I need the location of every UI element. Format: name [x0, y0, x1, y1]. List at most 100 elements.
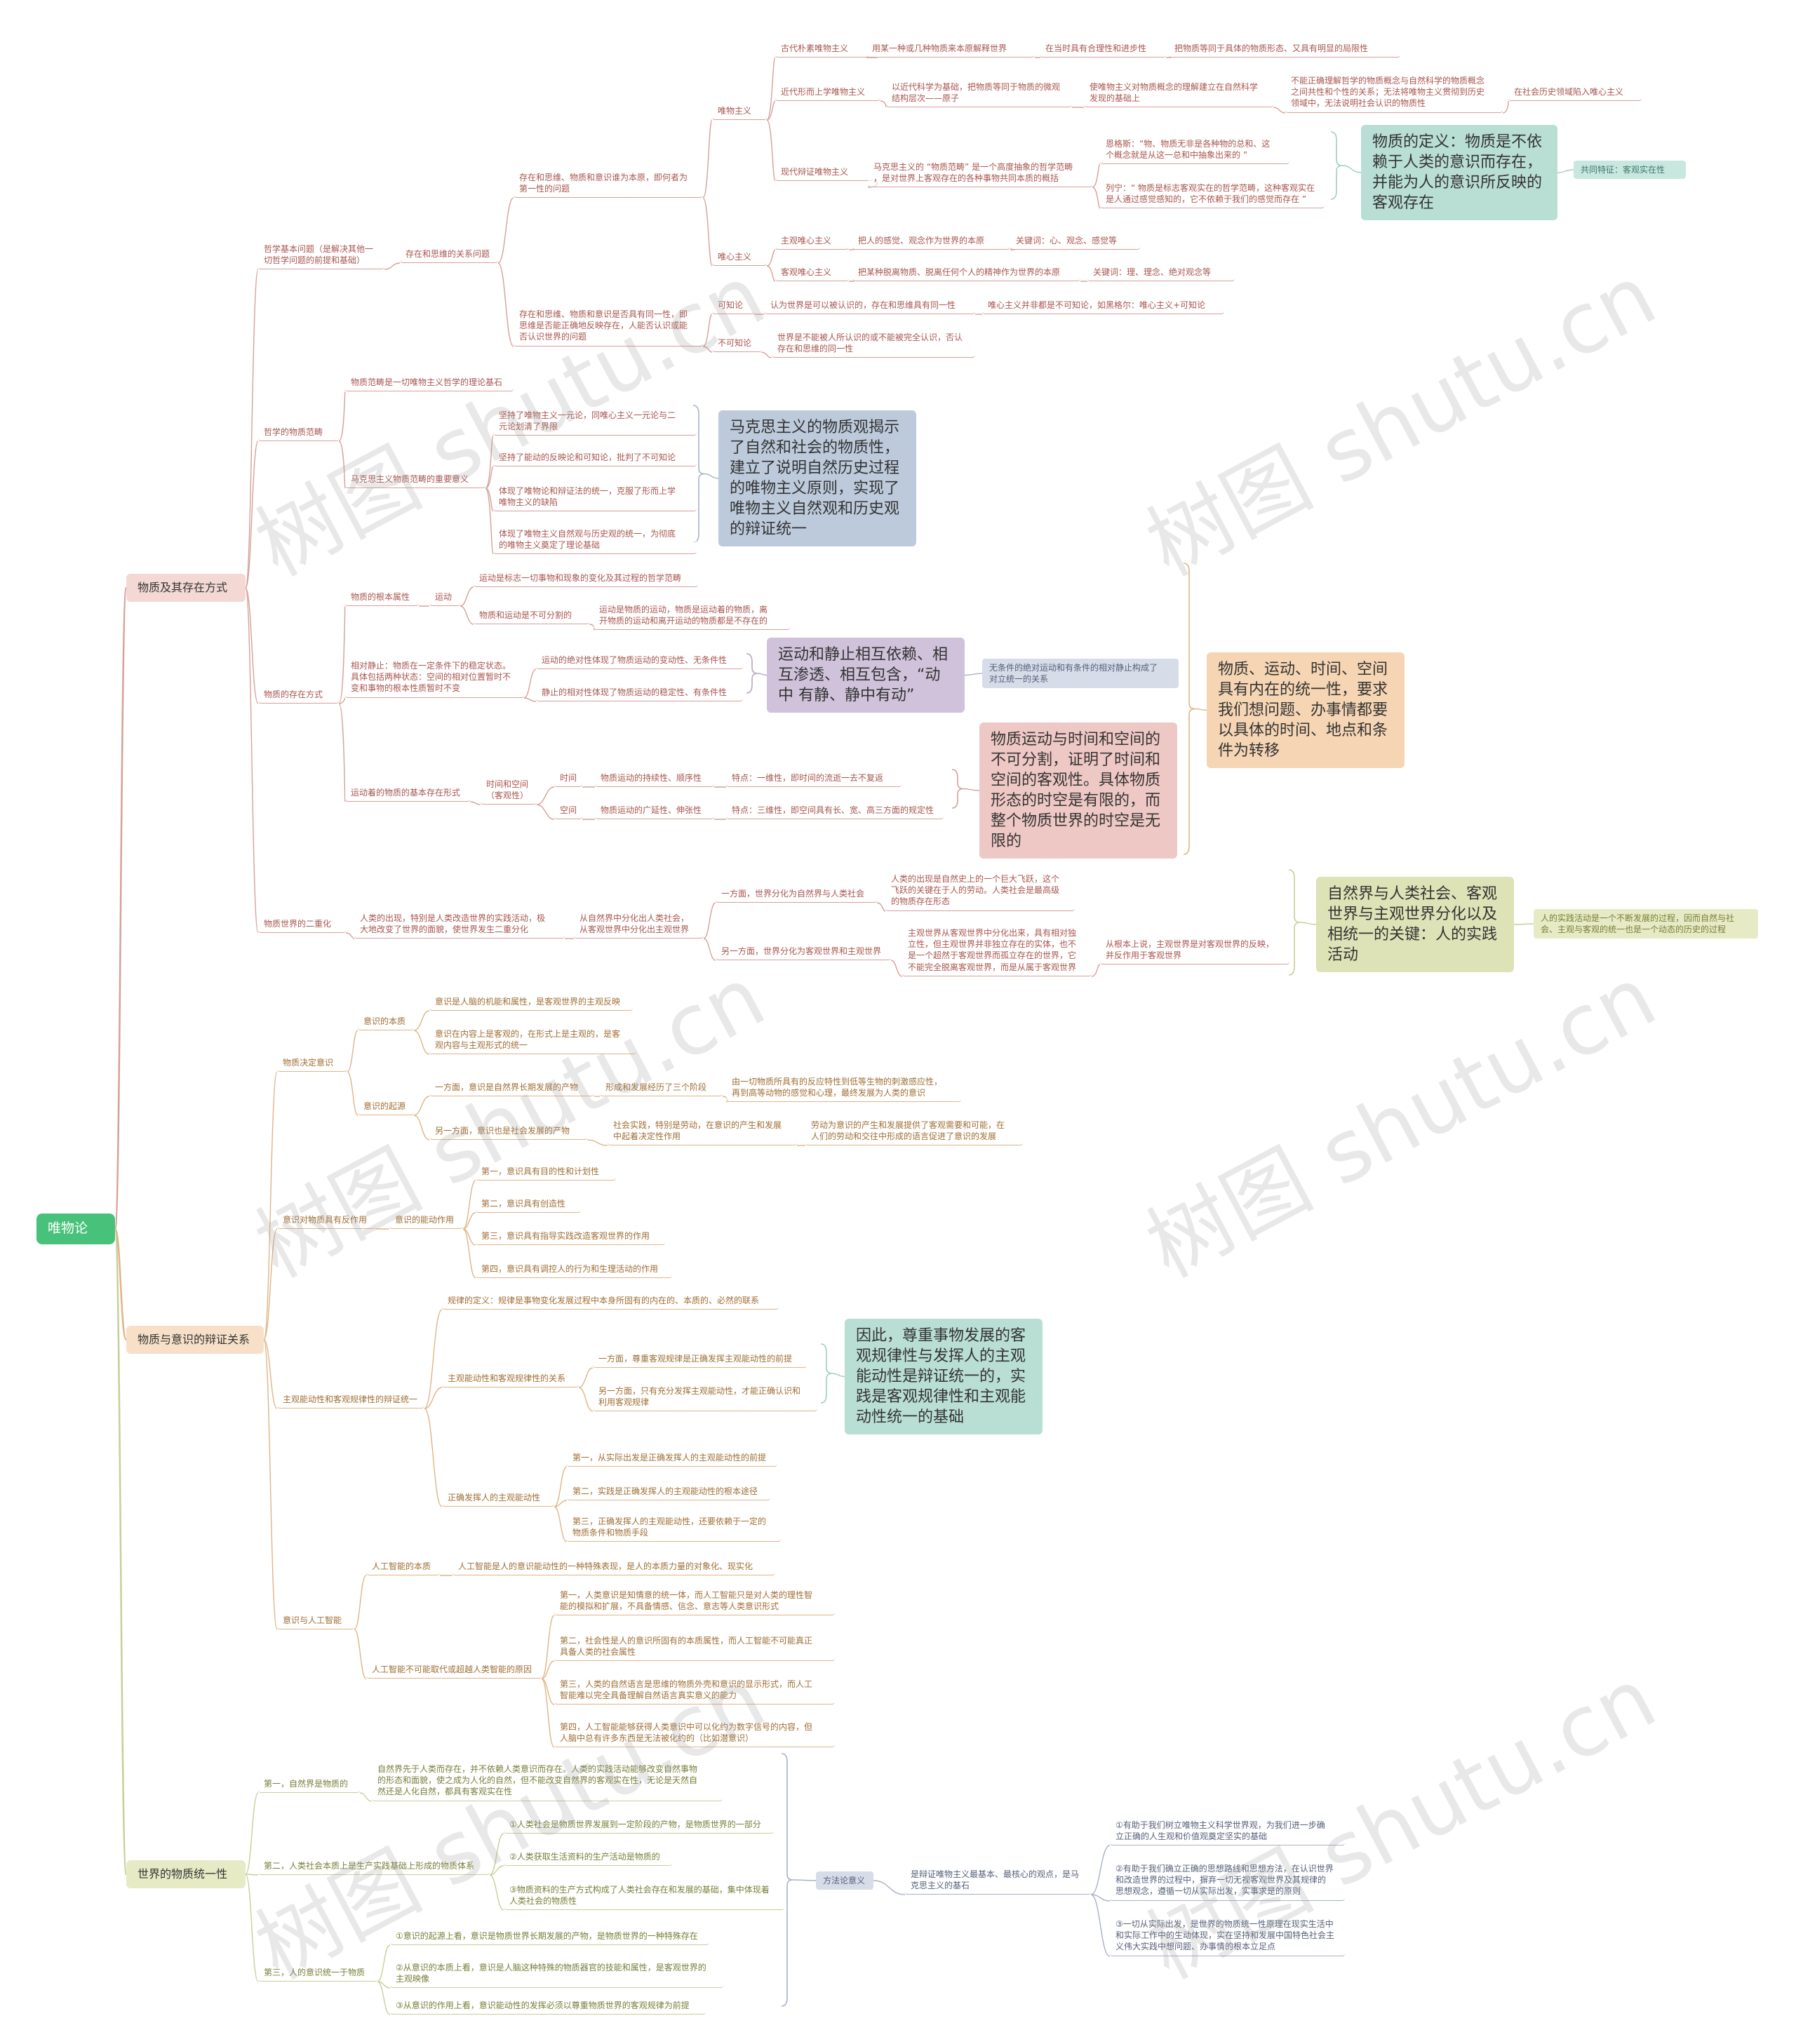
node-b1a[interactable]: 意识的本质 — [358, 1013, 414, 1031]
node-w3b[interactable]: 恩格斯：“物、物质无非是各种物的总和、这 个概念就是从这一总和中抽象出来的 ” — [1100, 135, 1289, 165]
node-a2b4[interactable]: 体现了唯物主义自然观与历史观的统一，为彻底 的唯物主义奠定了理论基础 — [493, 525, 697, 555]
node-x2a[interactable]: 把某种脱离物质、脱离任何个人的精神作为世界的本原 — [852, 264, 1080, 282]
node-bigT[interactable]: 物质的定义：物质是不依 赖于人类的意识而存在， 并能为人的意识所反映的 客观存在 — [1361, 125, 1557, 221]
node-w3[interactable]: 现代辩证唯物主义 — [775, 163, 873, 182]
node-b1[interactable]: 物质决定意识 — [277, 1054, 347, 1073]
node-a1a[interactable]: 存在和思维的关系问题 — [400, 246, 498, 264]
node-b1b1b[interactable]: 由一切物质所具有的反应特性到低等生物的刺激感应性， 再到高等动物的感觉和心理，最… — [726, 1073, 961, 1103]
node-b1b1[interactable]: 一方面，意识是自然界长期发展的产物 — [429, 1079, 594, 1097]
node-wux[interactable]: 唯心主义 — [712, 248, 767, 267]
node-b1a1[interactable]: 意识是人脑的机能和属性，是客观世界的主观反映 — [429, 993, 633, 1011]
node-x2[interactable]: 客观唯心主义 — [775, 264, 849, 282]
node-m3[interactable]: 世界的物质统一性 — [126, 1860, 246, 1888]
node-w1b[interactable]: 在当时具有合理性和进步性 — [1040, 40, 1166, 58]
node-m2[interactable]: 物质与意识的辩证关系 — [126, 1326, 264, 1354]
node-c1a[interactable]: 自然界先于人类而存在，并不依赖人类意识而存在。人类的实践活动能够改变自然事物 的… — [372, 1761, 723, 1801]
node-b4b1[interactable]: 第一，人类意识是知情意的统一体，而人工智能只是对人类的理性智 能的模拟和扩展，不… — [554, 1587, 835, 1616]
node-a2b1[interactable]: 坚持了唯物主义一元论，同唯心主义一元论与二 元论划清了界限 — [493, 407, 697, 436]
node-b3c3[interactable]: 第三，正确发挥人的主观能动性，还要依赖于一定的 物质条件和物质手段 — [567, 1513, 781, 1542]
node-c3c[interactable]: ③从意识的作用上看，意识能动性的发挥必须以尊重物质世界的客观规律为前提 — [390, 1997, 706, 2015]
node-a1a2[interactable]: 存在和思维、物质和意识是否具有同一性，即 思维是否能正确地反映存在，人能否认识或… — [514, 306, 703, 347]
node-a2b[interactable]: 马克思主义物质范畴的重要意义 — [345, 471, 485, 489]
node-a3a1[interactable]: 运动 — [429, 589, 460, 607]
node-a4[interactable]: 物质世界的二重化 — [258, 915, 346, 934]
node-d1a3[interactable]: ③一切从实际出发，是世界的物质统一性原理在现实生活中 和实际工作中的生动体现，实… — [1110, 1916, 1345, 1956]
node-a3a1c[interactable]: 运动是物质的运动，物质是运动着的物质，离 开物质的运动和离开运动的物质都是不存在… — [594, 601, 790, 631]
node-bigS[interactable]: 马克思主义的物质观揭示了自然和社会的物质性，建立了说明自然历史过程的唯物主义原则… — [718, 410, 916, 547]
node-b2a2[interactable]: 第二，意识具有创造性 — [476, 1195, 581, 1213]
node-c2a[interactable]: ①人类社会是物质世界发展到一定阶段的产物，是物质世界的一部分 — [504, 1816, 774, 1834]
node-a2b2[interactable]: 坚持了能动的反映论和可知论，批判了不可知论 — [493, 449, 697, 467]
node-k1a[interactable]: 认为世界是可以被认识的，存在和思维具有同一性 — [765, 297, 975, 315]
node-k2a[interactable]: 世界是不能被人所认识的或不能被完全认识，否认 存在和思维的同一性 — [772, 329, 975, 358]
node-a3b[interactable]: 相对静止：物质在一定条件下的稳定状态。 具体包括两种状态：空间的相对位置暂时不 … — [345, 657, 524, 698]
node-a4b2b[interactable]: 从根本上说，主观世界是对客观世界的反映， 并反作用于客观世界 — [1100, 936, 1289, 965]
node-tagG[interactable]: 人的实践活动是一个不断发展的过程，因而自然与社 会、主观与客观的统一也是一个动态… — [1534, 909, 1758, 939]
node-b2a1[interactable]: 第一，意识具有目的性和计划性 — [476, 1163, 616, 1181]
node-c3b[interactable]: ②从意识的本质上看，意识是人脑这种特殊的物质器官的技能和属性，是客观世界的 主观… — [390, 1959, 723, 1989]
node-d1a2[interactable]: ②有助于我们确立正确的思想路线和思想方法，在认识世界 和改造世界的过程中，摒弃一… — [1110, 1860, 1345, 1901]
node-a3c[interactable]: 运动着的物质的基本存在形式 — [345, 784, 470, 802]
node-bigG[interactable]: 自然界与人类社会、客观世界与主观世界分化以及相统一的关键：人的实践活动 — [1316, 877, 1514, 973]
node-m1[interactable]: 物质及其存在方式 — [126, 574, 246, 602]
node-a2[interactable]: 哲学的物质范畴 — [258, 424, 339, 442]
node-a3[interactable]: 物质的存在方式 — [258, 686, 339, 704]
node-b1b2[interactable]: 另一方面，意识也是社会发展的产物 — [429, 1122, 587, 1141]
node-b3b[interactable]: 主观能动性和客观规律性的关系 — [442, 1370, 579, 1388]
node-b4b3[interactable]: 第三，人类的自然语言是思维的物质外壳和意识的显示形式，而人工 智能难以完全具备理… — [554, 1676, 835, 1705]
node-b1b2a[interactable]: 社会实践，特别是劳动，在意识的产生和发展 中起着决定性作用 — [608, 1117, 797, 1146]
node-bigT2[interactable]: 因此，尊重事物发展的客观规律性与发挥人的主观能动性是辩证统一的，实践是客观规律性… — [845, 1319, 1043, 1435]
node-k1b[interactable]: 唯心主义并非都是不可知论，如黑格尔：唯心主义+可知论 — [982, 297, 1224, 315]
node-b4[interactable]: 意识与人工智能 — [277, 1612, 354, 1630]
node-b1b2b[interactable]: 劳动为意识的产生和发展提供了客观需要和可能，在 人们的劳动和交往中形成的语言促进… — [805, 1117, 1023, 1146]
node-b3b2[interactable]: 另一方面，只有充分发挥主观能动性，才能正确认识和 利用客观规律 — [593, 1383, 817, 1412]
node-a3a[interactable]: 物质的根本属性 — [345, 589, 419, 607]
node-b3c[interactable]: 正确发挥人的主观能动性 — [442, 1489, 554, 1507]
node-b2[interactable]: 意识对物质具有反作用 — [277, 1211, 375, 1230]
node-w2d[interactable]: 在社会历史领域陷入唯心主义 — [1508, 83, 1642, 102]
node-c3[interactable]: 第三，人的意识统一于物质 — [258, 1964, 377, 1982]
node-k2[interactable]: 不可知论 — [712, 335, 761, 353]
node-a3a1b[interactable]: 物质和运动是不可分割的 — [474, 607, 589, 625]
node-x1[interactable]: 主观唯心主义 — [775, 232, 849, 250]
node-bigO[interactable]: 物质、运动、时间、空间具有内在的统一性，要求我们想问题、办事情都要以具体的时间、… — [1207, 652, 1405, 769]
node-b3c1[interactable]: 第一，从实际出发是正确发挥人的主观能动性的前提 — [567, 1449, 777, 1467]
node-a3a1a[interactable]: 运动是标志一切事物和现象的变化及其过程的哲学范畴 — [474, 570, 698, 588]
node-w2c[interactable]: 不能正确理解哲学的物质概念与自然科学的物质概念 之间共性和个性的关系；无法将唯物… — [1285, 72, 1503, 113]
node-a2b3[interactable]: 体现了唯物论和辩证法的统一，克服了形而上学 唯物主义的缺陷 — [493, 483, 697, 512]
node-x1a[interactable]: 把人的感觉、观念作为世界的本原 — [852, 232, 1010, 250]
node-bigR[interactable]: 物质运动与时间和空间的不可分割，证明了时间和空间的客观性。具体物质形态的时空是有… — [979, 722, 1177, 859]
node-a3c1a[interactable]: 时间 — [554, 769, 582, 788]
node-a4a[interactable]: 人类的出现，特别是人类改造世界的实践活动，极 大地改变了世界的面貌，使世界发生二… — [354, 910, 565, 939]
node-tagP[interactable]: 无条件的绝对运动和有条件的相对静止构成了 对立统一的关系 — [982, 659, 1179, 689]
node-a3c1b[interactable]: 空间 — [554, 802, 582, 820]
node-root[interactable]: 唯物论 — [36, 1213, 115, 1244]
node-x1b[interactable]: 关键词：心、观念、感觉等 — [1010, 232, 1140, 250]
node-d1a[interactable]: 是辩证唯物主义最基本、最核心的观点，是马 克思主义的基石 — [905, 1866, 1091, 1895]
node-k1[interactable]: 可知论 — [712, 297, 754, 315]
node-b2a4[interactable]: 第四，意识具有调控人的行为和生理活动的作用 — [476, 1260, 672, 1279]
node-b3a[interactable]: 规律的定义：规律是事物变化发展过程中本身所固有的内在的、本质的、必然的联系 — [442, 1292, 779, 1310]
node-a4b1a[interactable]: 人类的出现是自然史上的一个巨大飞跃，这个 飞跃的关键在于人的劳动。人类社会是最高… — [885, 870, 1075, 911]
node-b3[interactable]: 主观能动性和客观规律性的辩证统一 — [277, 1391, 424, 1409]
node-a1[interactable]: 哲学基本问题（是解决其他一 切哲学问题的前提和基础） — [258, 241, 384, 270]
node-a1a1[interactable]: 存在和思维、物质和意识谁为本原，即何者为 第一性的问题 — [514, 169, 703, 199]
node-b4a[interactable]: 人工智能的本质 — [366, 1558, 440, 1576]
node-b1b[interactable]: 意识的起源 — [358, 1098, 414, 1116]
node-a4b[interactable]: 从自然界中分化出人类社会， 从客观世界中分化出主观世界 — [574, 910, 704, 939]
node-c2c[interactable]: ③物质资料的生产方式构成了人类社会存在和发展的基础，集中体现着 人类社会的物质性 — [504, 1881, 784, 1911]
node-w3a[interactable]: 马克思主义的 “物质范畴” 是一个高度抽象的哲学范畴 ，是对世界上客观存在的各种… — [868, 159, 1092, 188]
node-a3c1b1[interactable]: 物质运动的广延性、伸张性 — [595, 802, 714, 820]
node-w2[interactable]: 近代形而上学唯物主义 — [775, 83, 880, 102]
node-a3c1b2[interactable]: 特点：三维性，即空间具有长、宽、高三方面的规定性 — [726, 802, 944, 820]
node-w1c[interactable]: 把物质等同于具体的物质形态、又具有明显的局限性 — [1169, 40, 1400, 58]
node-w2b[interactable]: 使唯物主义对物质概念的理解建立在自然科学 发现的基础上 — [1084, 79, 1273, 108]
node-c3a[interactable]: ①意识的起源上看，意识是物质世界长期发展的产物，是物质世界的一种特殊存在 — [390, 1928, 709, 1946]
node-b2a3[interactable]: 第三，意识具有指导实践改造客观世界的作用 — [476, 1228, 665, 1246]
node-b3c2[interactable]: 第二，实践是正确发挥人的主观能动性的根本途径 — [567, 1483, 770, 1501]
node-a4b1[interactable]: 一方面，世界分化为自然界与人类社会 — [716, 885, 877, 903]
node-w3c[interactable]: 列宁：“ 物质是标志客观实在的哲学范畴，这种客观实在 是人通过感觉感知的，它不依… — [1100, 180, 1325, 209]
node-a4b2[interactable]: 另一方面，世界分化为客观世界和主观世界 — [716, 943, 891, 961]
node-a4b2a[interactable]: 主观世界从客观世界中分化出来，具有相对独 立性，但主观世界并非独立存在的实体，也… — [902, 924, 1092, 976]
node-b4b4[interactable]: 第四，人工智能能够获得人类意识中可以化约为数字信号的内容，但 人脑中总有许多东西… — [554, 1719, 835, 1748]
